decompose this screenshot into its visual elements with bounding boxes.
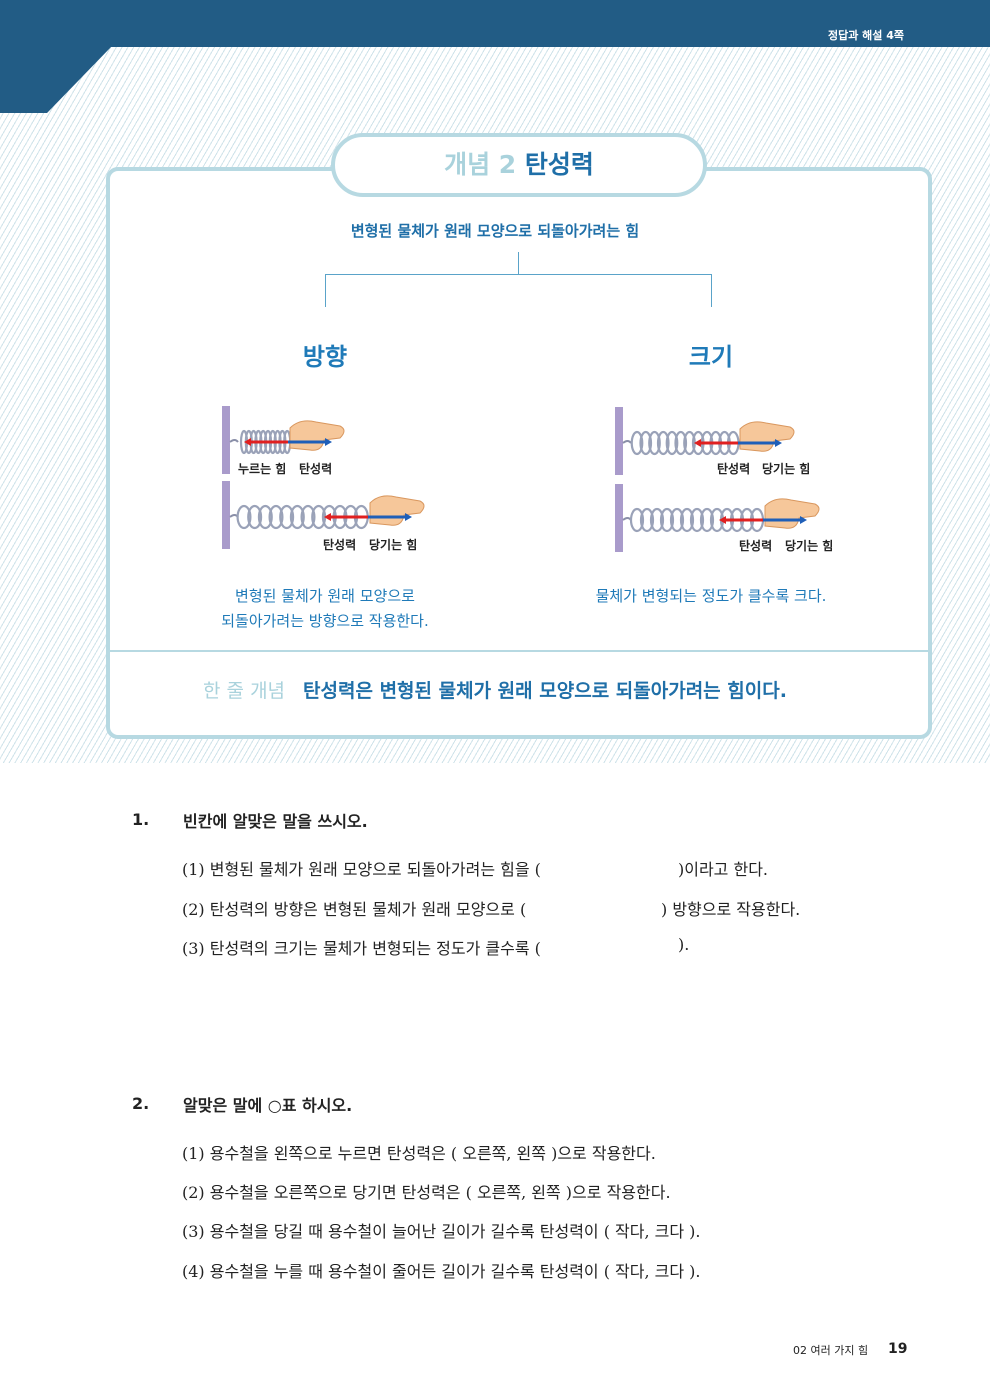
arrowhead [800,516,807,524]
page-number: 19 [888,1341,908,1357]
spring-coil [679,507,695,533]
elastic-force-label: 탄성력 [323,538,357,552]
question-item-end: ) 방향으로 작용한다. [661,900,801,919]
summary-key: 한 줄 개념 [203,680,286,702]
spring-coil [648,430,661,456]
spring-coil [268,504,284,530]
question-item: (3) 탄성력의 크기는 물체가 변형되는 정도가 클수록 ( [182,939,541,958]
question-item: (2) 용수철을 오른쪽으로 당기면 탄성력은 ( 오른쪽, 왼쪽 )으로 작용… [182,1183,671,1202]
question-title: 알맞은 말에 ○표 하시오. [183,1096,353,1115]
arrowhead [325,438,332,446]
question-title: 빈칸에 알맞은 말을 쓰시오. [183,812,368,831]
header-bar [0,0,990,47]
spring-coil [630,430,644,456]
arrowhead [244,438,251,446]
spring-coil [656,430,670,456]
spring-coil [699,507,715,533]
tree-line [518,252,519,274]
elastic-force-label: 탄성력 [299,462,333,476]
wall [615,407,623,475]
spring-coil [257,504,273,530]
wall [222,481,230,549]
question-item: (2) 탄성력의 방향은 변형된 물체가 원래 모양으로 ( [182,900,527,919]
hand-icon [289,420,345,451]
hand-icon [369,495,425,526]
wall [222,406,230,474]
question-item: (1) 용수철을 왼쪽으로 누르면 탄성력은 ( 오른쪽, 왼쪽 )으로 작용한… [182,1144,656,1163]
elastic-force-label: 탄성력 [739,539,773,553]
tree-line [325,274,712,275]
spring-large-stretch-illustration [615,484,820,552]
concept-name: 탄성력 [524,150,594,179]
spring-coil [279,504,295,530]
spring-coil [629,507,645,533]
direction-desc-line: 변형된 물체가 원래 모양으로 [235,587,415,605]
spring-coil [689,507,705,533]
concept-number: 개념 2 [444,150,517,179]
spring-push-illustration [222,406,345,474]
arrowhead [719,516,726,524]
direction-heading: 방향 [302,343,348,371]
spring-hook [622,440,632,444]
pull-force-label: 당기는 힘 [785,539,834,553]
spring-coil [659,507,675,533]
spring-coil [674,430,688,456]
wall [615,484,623,552]
answer-reference: 정답과 해설 4쪽 [827,29,904,42]
spring-small-stretch-illustration [615,407,795,475]
question-item-end: )이라고 한다. [678,860,769,879]
divider [108,650,930,652]
question-item: (1) 변형된 물체가 원래 모양으로 되돌아가려는 힘을 ( [182,860,541,879]
hand-icon [739,421,795,452]
hand-icon [764,498,820,529]
question-item: (3) 용수철을 당길 때 용수철이 늘어난 길이가 길수록 탄성력이 ( 작다… [182,1222,701,1241]
summary-text: 탄성력은 변형된 물체가 원래 모양으로 되돌아가려는 힘이다. [303,680,787,702]
concept-title: 개념 2 탄성력 [331,133,707,197]
size-heading: 크기 [688,343,734,371]
spring-coil [236,504,252,530]
pull-force-label: 당기는 힘 [369,538,418,552]
arrowhead [324,513,331,521]
question-item-end: ). [678,935,690,954]
definition: 변형된 물체가 원래 모양으로 되돌아가려는 힘 [350,222,640,240]
direction-desc-line: 되돌아가려는 방향으로 작용한다. [221,612,429,630]
arrowhead [694,439,701,447]
spring-coil [247,504,263,530]
pull-force-label: 당기는 힘 [762,462,811,476]
spring-hook [229,439,239,443]
direction-description: 변형된 물체가 원래 모양으로 되돌아가려는 방향으로 작용한다. [175,585,475,631]
spring-coil [649,507,665,533]
push-force-label: 누르는 힘 [238,462,287,476]
question-number: 1. [132,810,150,829]
spring-hook [622,517,632,521]
tree-line [711,274,712,307]
question-item: (4) 용수철을 누를 때 용수철이 줄어든 길이가 길수록 탄성력이 ( 작다… [182,1262,701,1281]
size-description: 물체가 변형되는 정도가 클수록 크다. [595,587,827,605]
spring-coil [639,430,653,456]
elastic-force-label: 탄성력 [717,462,751,476]
spring-coil [669,507,685,533]
chapter-label: 02 여러 가지 힘 [793,1344,869,1357]
arrowhead [775,439,782,447]
arrowhead [405,513,412,521]
tree-line [325,274,326,307]
spring-coil [665,430,679,456]
spring-coil [639,507,655,533]
spring-coil [289,504,305,530]
question-number: 2. [132,1094,150,1113]
spring-coil [300,504,316,530]
one-line-summary: 한 줄 개념 탄성력은 변형된 물체가 원래 모양으로 되돌아가려는 힘이다. [0,676,990,703]
spring-pull-illustration [222,481,425,549]
